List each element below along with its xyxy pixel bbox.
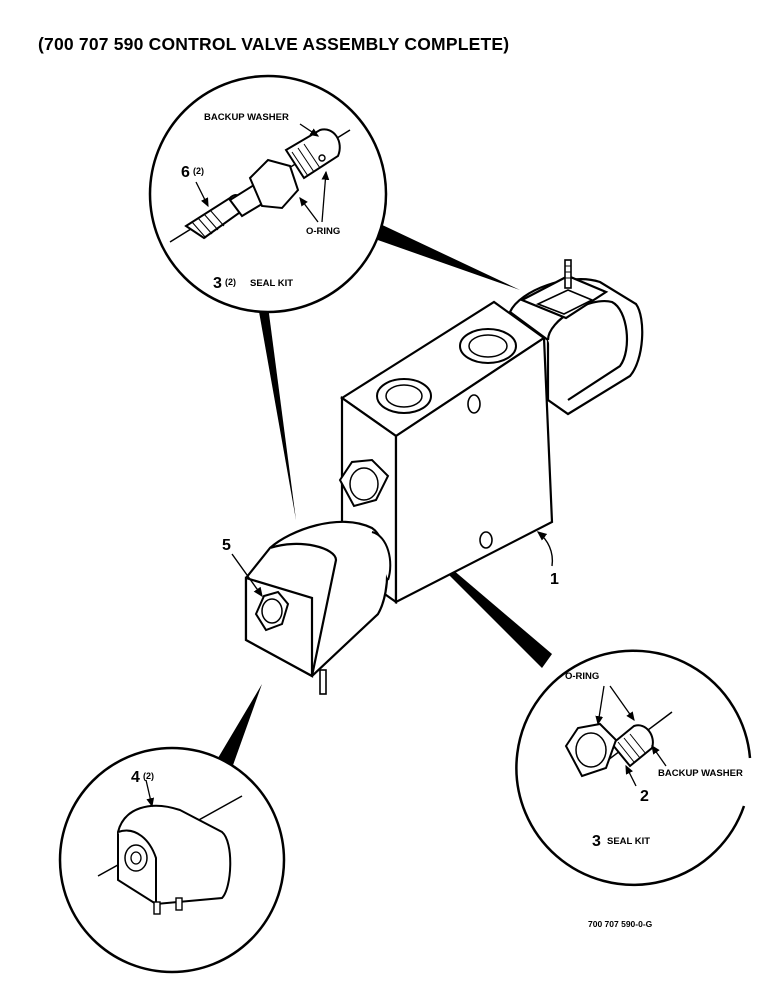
seal-kit-number-right: 3 [592,833,601,850]
item-4-qty: (2) [143,771,154,781]
o-ring-label-right: O-RING [565,671,599,682]
leader-item1 [536,531,554,567]
leader-item2 [625,764,637,787]
leader-item4 [145,779,155,808]
leader-oring-right-1 [595,685,605,726]
item-6-number: 6 [181,164,190,181]
leader-backup-washer-top [299,123,320,137]
leader-item5 [231,553,263,598]
valve-body [338,300,554,605]
figure-code: 700 707 590-0-G [588,919,653,929]
seal-kit-number-top: 3 [213,275,222,292]
leader-backup-washer-right [651,744,667,767]
leader-oring-top-2 [321,170,330,223]
right-callout-circle [515,649,752,887]
item-1-number: 1 [550,571,559,588]
left-callout-leader [218,684,262,768]
item-2-number: 2 [640,788,649,805]
page-title: (700 707 590 CONTROL VALVE ASSEMBLY COMP… [38,34,510,54]
cartridge-valve-drawing [169,128,351,243]
item-5-number: 5 [222,537,231,554]
seal-kit-label-right: SEAL KIT [607,836,650,847]
leader-oring-top-1 [299,196,319,223]
item-4-number: 4 [131,769,140,786]
seal-kit-qty-top: (2) [225,277,236,287]
top-solenoid [508,259,644,416]
backup-washer-label-right: BACKUP WASHER [658,768,743,779]
seal-kit-label-top: SEAL KIT [250,278,293,289]
o-ring-label-top: O-RING [306,226,340,237]
top-callout-leader [372,222,520,290]
item-6-qty: (2) [193,166,204,176]
front-solenoid [244,520,392,695]
leader-item6 [195,181,209,208]
top-callout-leader-2 [258,306,296,520]
backup-washer-label-top: BACKUP WASHER [204,112,289,123]
coil-drawing [97,795,243,915]
leader-oring-right-2 [609,685,635,722]
hex-plug-drawing [564,711,673,778]
